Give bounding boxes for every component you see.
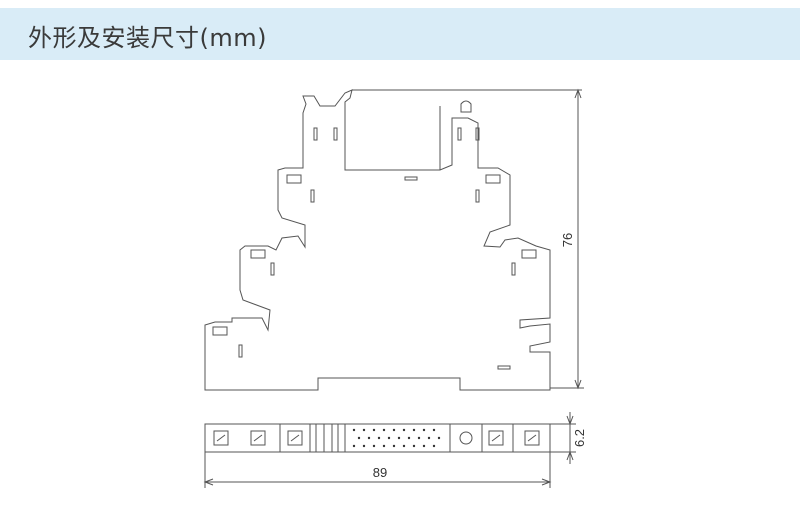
screw-terminal-icon: [213, 430, 229, 446]
terminal-pocket: [250, 249, 266, 259]
terminal-pocket: [485, 174, 501, 184]
slot: [313, 127, 318, 141]
slot: [238, 344, 243, 358]
slot: [333, 127, 338, 141]
slot: [270, 262, 275, 276]
bottom-view: [204, 423, 551, 453]
width-dimension: [203, 452, 552, 488]
terminal-pocket: [521, 249, 537, 259]
slot: [511, 262, 516, 276]
width-label: 89: [373, 465, 387, 480]
led-indicator: [460, 100, 472, 113]
screw-terminal-icon: [488, 430, 504, 446]
terminal-pocket: [286, 174, 302, 184]
thickness-label: 6.2: [572, 429, 587, 447]
bottom-view-outline: [204, 423, 551, 453]
housing-outline: [204, 89, 551, 391]
terminal-pocket: [212, 326, 228, 336]
led-window-icon: [459, 431, 473, 445]
slot: [310, 189, 315, 203]
height-dimension: [550, 88, 584, 390]
slot: [404, 176, 418, 181]
height-label: 76: [560, 233, 575, 247]
relay-body: [344, 106, 441, 170]
thickness-dimension: [550, 412, 576, 464]
slot: [475, 189, 480, 203]
screw-terminal-icon: [524, 430, 540, 446]
slot: [475, 127, 480, 141]
slot: [457, 127, 462, 141]
title-bar: 外形及安装尺寸(mm): [0, 8, 800, 60]
vent-pattern: [352, 428, 441, 448]
page-title: 外形及安装尺寸(mm): [28, 24, 267, 52]
side-view-outline: [204, 89, 582, 391]
screw-terminal-icon: [250, 430, 266, 446]
screw-terminal-icon: [287, 430, 303, 446]
slot: [497, 365, 511, 370]
